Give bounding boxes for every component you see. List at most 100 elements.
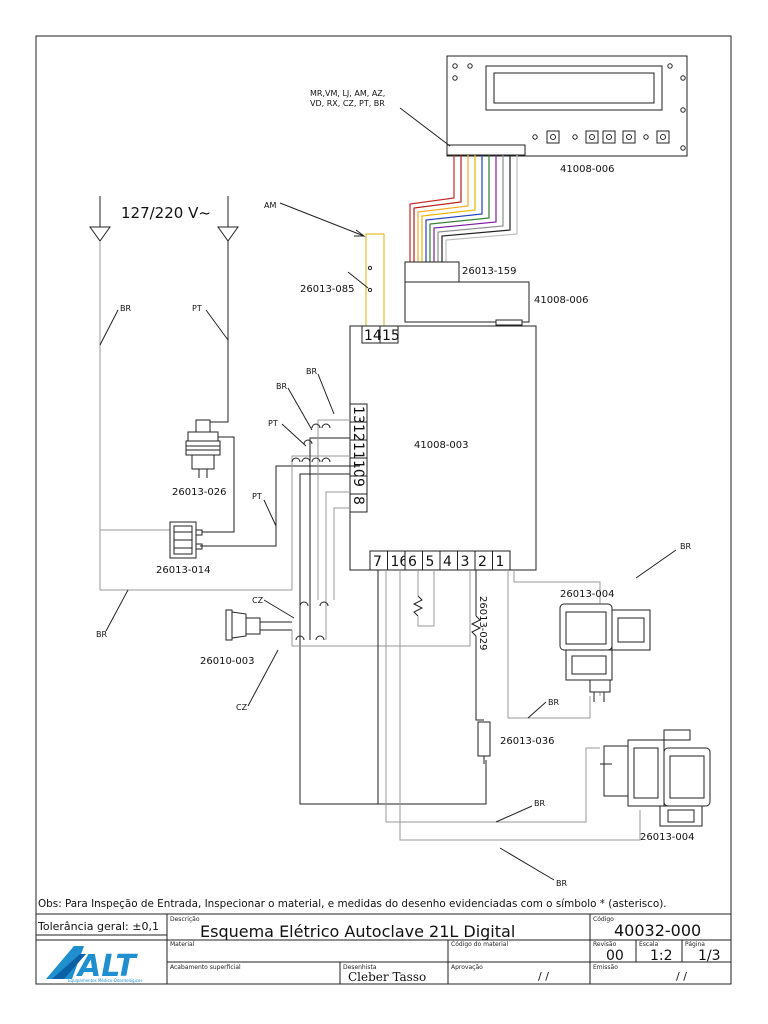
pin-label: 1	[496, 554, 505, 570]
emission-date: / /	[676, 970, 687, 983]
ribbon-wire	[441, 155, 511, 262]
inspection-note: Obs: Para Inspeção de Entrada, Inspecion…	[38, 898, 667, 910]
connector-colors-line1: MR,VM, LJ, AM, AZ,	[310, 89, 385, 98]
drawing-code: 40032-000	[614, 921, 701, 940]
ribbon-wire	[413, 155, 462, 262]
emission-caption: Emissão	[593, 964, 618, 971]
pin-label: 11	[350, 442, 366, 460]
switch-part-number: 26013-085	[300, 284, 355, 295]
display-button	[546, 130, 560, 144]
scale-caption: Escala	[639, 941, 659, 948]
pin-label: 8	[350, 496, 366, 505]
supply-voltage: 127/220 V~	[121, 204, 211, 222]
solenoid-valve-bottom	[600, 729, 711, 827]
code-caption: Código	[593, 916, 614, 923]
ribbon-wire	[445, 155, 518, 262]
indicator-lamp	[225, 609, 292, 641]
ribbon-wire	[433, 155, 497, 262]
title-block	[35, 913, 732, 985]
revision-caption: Revisão	[593, 941, 617, 948]
plug-part-number: 26013-026	[172, 487, 227, 498]
mains-terminal-right	[217, 196, 239, 242]
general-tolerance: Tolerância geral: ±0,1	[37, 920, 159, 933]
connector-colors-line2: VD, RX, CZ, PT, BR	[310, 99, 385, 108]
side-wire-bundle	[291, 419, 350, 700]
material-caption: Material	[170, 941, 195, 948]
main-board	[349, 325, 537, 571]
wire-label-br: BR	[306, 367, 317, 376]
plug-socket	[185, 419, 221, 478]
display-part-number: 41008-006	[560, 164, 615, 175]
drawing-description: Esquema Elétrico Autoclave 21L Digital	[200, 922, 515, 941]
ribbon-wire	[429, 155, 490, 262]
pin-label: 3	[461, 554, 470, 570]
door-switch-contact	[347, 271, 369, 289]
wire-label-br: BR	[276, 382, 287, 391]
wire-label-br: BR	[534, 799, 545, 808]
finish-caption: Acabamento superficial	[170, 964, 241, 971]
wire-label-pt: PT	[252, 492, 262, 501]
indicator-part-number: 26010-003	[200, 656, 255, 667]
pin-cell	[492, 550, 511, 571]
logo-tagline: Equipamentos Médico-Odontológicos	[68, 978, 142, 983]
resistor-symbol	[470, 615, 482, 637]
material-code-caption: Código do material	[451, 941, 508, 948]
fuse-holder	[169, 521, 203, 559]
pin-label: 2	[478, 554, 487, 570]
pin-label: 14	[364, 328, 382, 344]
page-value: 1/3	[698, 948, 721, 964]
ribbon-wire	[425, 155, 483, 262]
pin-label: 5	[426, 554, 435, 570]
solenoid-valve-top	[559, 603, 651, 702]
harness-connector	[404, 261, 460, 285]
board-pins-top: 14 15	[361, 325, 400, 344]
ribbon-wire	[421, 155, 476, 262]
pin-cell	[349, 493, 368, 513]
display-button	[622, 130, 636, 144]
ribbon-wire	[417, 155, 469, 262]
pin-label: 7	[373, 554, 382, 570]
scale-value: 1:2	[650, 948, 673, 964]
revision-value: 00	[606, 948, 624, 964]
wire-label-am: AM	[264, 201, 276, 210]
fuse-holder-part-number: 26013-014	[156, 565, 211, 576]
display-connector	[446, 144, 526, 156]
pin-label: 15	[382, 328, 400, 344]
valve-bottom-part-number: 26013-004	[640, 832, 695, 843]
fuse-part-number: 26013-036	[500, 736, 555, 747]
description-caption: Descrição	[170, 916, 200, 923]
wire-label-br: BR	[120, 304, 131, 313]
wire-label-cz: CZ	[252, 596, 264, 605]
alt-logo: ALT Equipamentos Médico-Odontológicos	[46, 946, 142, 984]
approval-caption: Aprovação	[451, 964, 483, 971]
interface-board	[404, 281, 530, 323]
pin-label: 16	[391, 554, 409, 570]
resistor-symbol	[412, 595, 424, 617]
valve-top-part-number: 26013-004	[560, 589, 615, 600]
display-button	[656, 130, 670, 144]
approval-date: / /	[538, 970, 549, 983]
board-part-number: 41008-003	[414, 440, 469, 451]
wire-label-pt: PT	[268, 419, 278, 428]
drawn-by-name: Cleber Tasso	[348, 970, 426, 984]
wire-label-br: BR	[96, 630, 107, 639]
pin-label: 4	[443, 554, 452, 570]
pin-label: 9	[350, 478, 366, 487]
pin-label: 6	[408, 554, 417, 570]
ribbon-wire	[437, 155, 504, 262]
display-module	[446, 55, 688, 157]
harness-part-number: 26013-159	[462, 266, 517, 277]
display-button	[585, 130, 599, 144]
wire-label-br: BR	[548, 698, 559, 707]
wire-label-cz: CZ	[236, 703, 248, 712]
mains-terminal-left	[89, 196, 111, 242]
resistor-part-number: 26013-029	[477, 596, 488, 651]
logo-wordmark: ALT	[76, 949, 138, 984]
pin-label: 12	[350, 424, 366, 442]
ribbon-wire	[409, 155, 455, 262]
pin-label: 13	[350, 406, 366, 424]
wire-label-br: BR	[556, 879, 567, 888]
interface-part-number: 41008-006	[534, 295, 589, 306]
